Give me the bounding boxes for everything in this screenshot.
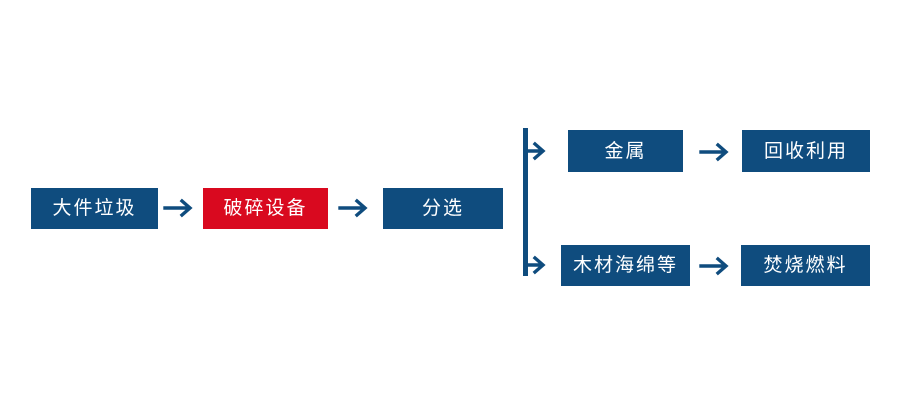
flow-node-label: 木材海绵等	[572, 255, 678, 276]
flow-node-bulky-waste[interactable]: 大件垃圾	[31, 188, 158, 229]
arrow-right-icon	[699, 253, 733, 279]
flow-node-label: 分选	[421, 198, 464, 219]
flow-node-label: 破碎设备	[223, 198, 308, 219]
flow-node-crushing-equipment[interactable]: 破碎设备	[203, 188, 328, 229]
arrow-right-icon	[163, 195, 197, 221]
branch-trunk-line	[523, 128, 528, 276]
arrow-right-icon	[338, 195, 372, 221]
flow-node-recycling[interactable]: 回收利用	[742, 130, 870, 172]
flow-node-metal[interactable]: 金属	[568, 130, 683, 172]
flow-node-sorting[interactable]: 分选	[383, 188, 503, 229]
flow-node-label: 回收利用	[763, 140, 848, 162]
flow-node-label: 焚烧燃料	[763, 255, 848, 276]
flow-node-label: 金属	[604, 140, 647, 162]
branch-arrow-right-icon-bottom	[523, 253, 549, 277]
branch-arrow-right-icon-top	[523, 139, 549, 163]
flow-node-wood-sponge[interactable]: 木材海绵等	[561, 245, 690, 286]
flow-node-label: 大件垃圾	[52, 198, 137, 219]
arrow-right-icon	[699, 139, 733, 165]
flow-node-incineration-fuel[interactable]: 焚烧燃料	[741, 245, 870, 286]
